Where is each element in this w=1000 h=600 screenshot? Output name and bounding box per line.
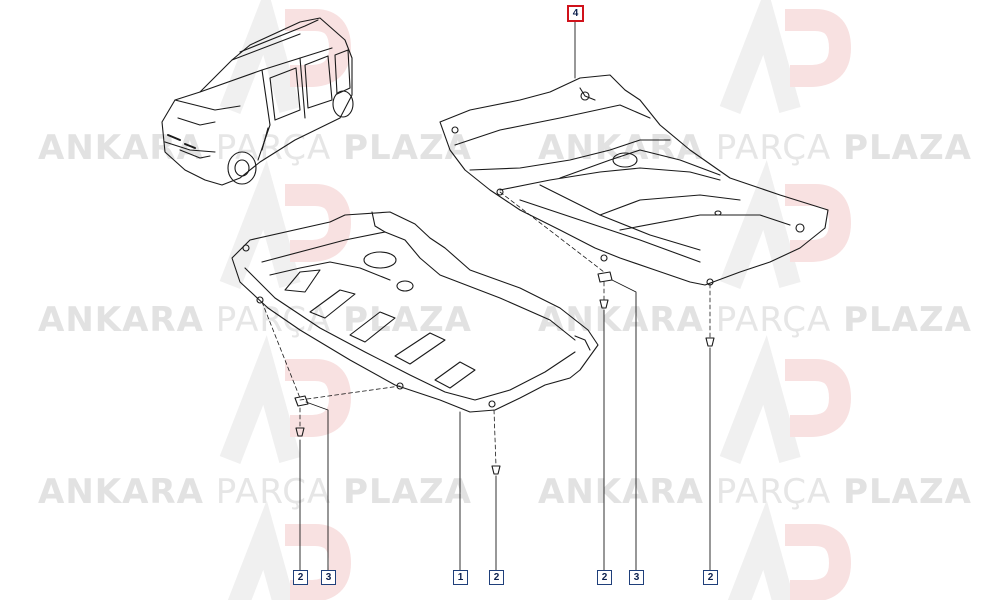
clip-fastener — [294, 395, 309, 407]
callout-4-highlighted[interactable]: 4 — [567, 5, 584, 22]
callout-2[interactable]: 2 — [489, 570, 504, 585]
vehicle-illustration — [161, 17, 354, 186]
ap-logo-watermark — [227, 500, 352, 600]
leader-lines — [299, 21, 711, 571]
screw-fastener — [705, 337, 715, 347]
fasteners — [294, 271, 715, 475]
engine-undertray-part-1 — [231, 211, 599, 413]
callout-2[interactable]: 2 — [293, 570, 308, 585]
ap-logo-watermark — [219, 160, 352, 289]
watermark-text: ANKARA PARÇA PLAZA — [538, 472, 972, 512]
underbody-shield-part-4 — [439, 74, 829, 286]
ap-logo-watermark — [727, 500, 852, 600]
clip-fastener — [597, 271, 613, 283]
screw-fastener — [599, 299, 609, 309]
ap-logo-watermark — [719, 160, 852, 289]
watermark-text: ANKARA PARÇA PLAZA — [538, 128, 972, 168]
ap-logo-watermark — [719, 0, 852, 114]
ap-logo-watermark — [719, 335, 852, 464]
assembly-lines — [261, 191, 711, 467]
ap-logo-watermark — [219, 335, 352, 464]
callout-1[interactable]: 1 — [453, 570, 468, 585]
callout-2[interactable]: 2 — [597, 570, 612, 585]
watermark-text: ANKARA PARÇA PLAZA — [38, 300, 472, 340]
watermark-text: ANKARA PARÇA PLAZA — [538, 300, 972, 340]
watermark-text: ANKARA PARÇA PLAZA — [38, 472, 472, 512]
screw-fastener — [491, 465, 501, 475]
callout-3[interactable]: 3 — [629, 570, 644, 585]
screw-fastener — [295, 427, 305, 437]
callout-2[interactable]: 2 — [703, 570, 718, 585]
callout-3[interactable]: 3 — [321, 570, 336, 585]
